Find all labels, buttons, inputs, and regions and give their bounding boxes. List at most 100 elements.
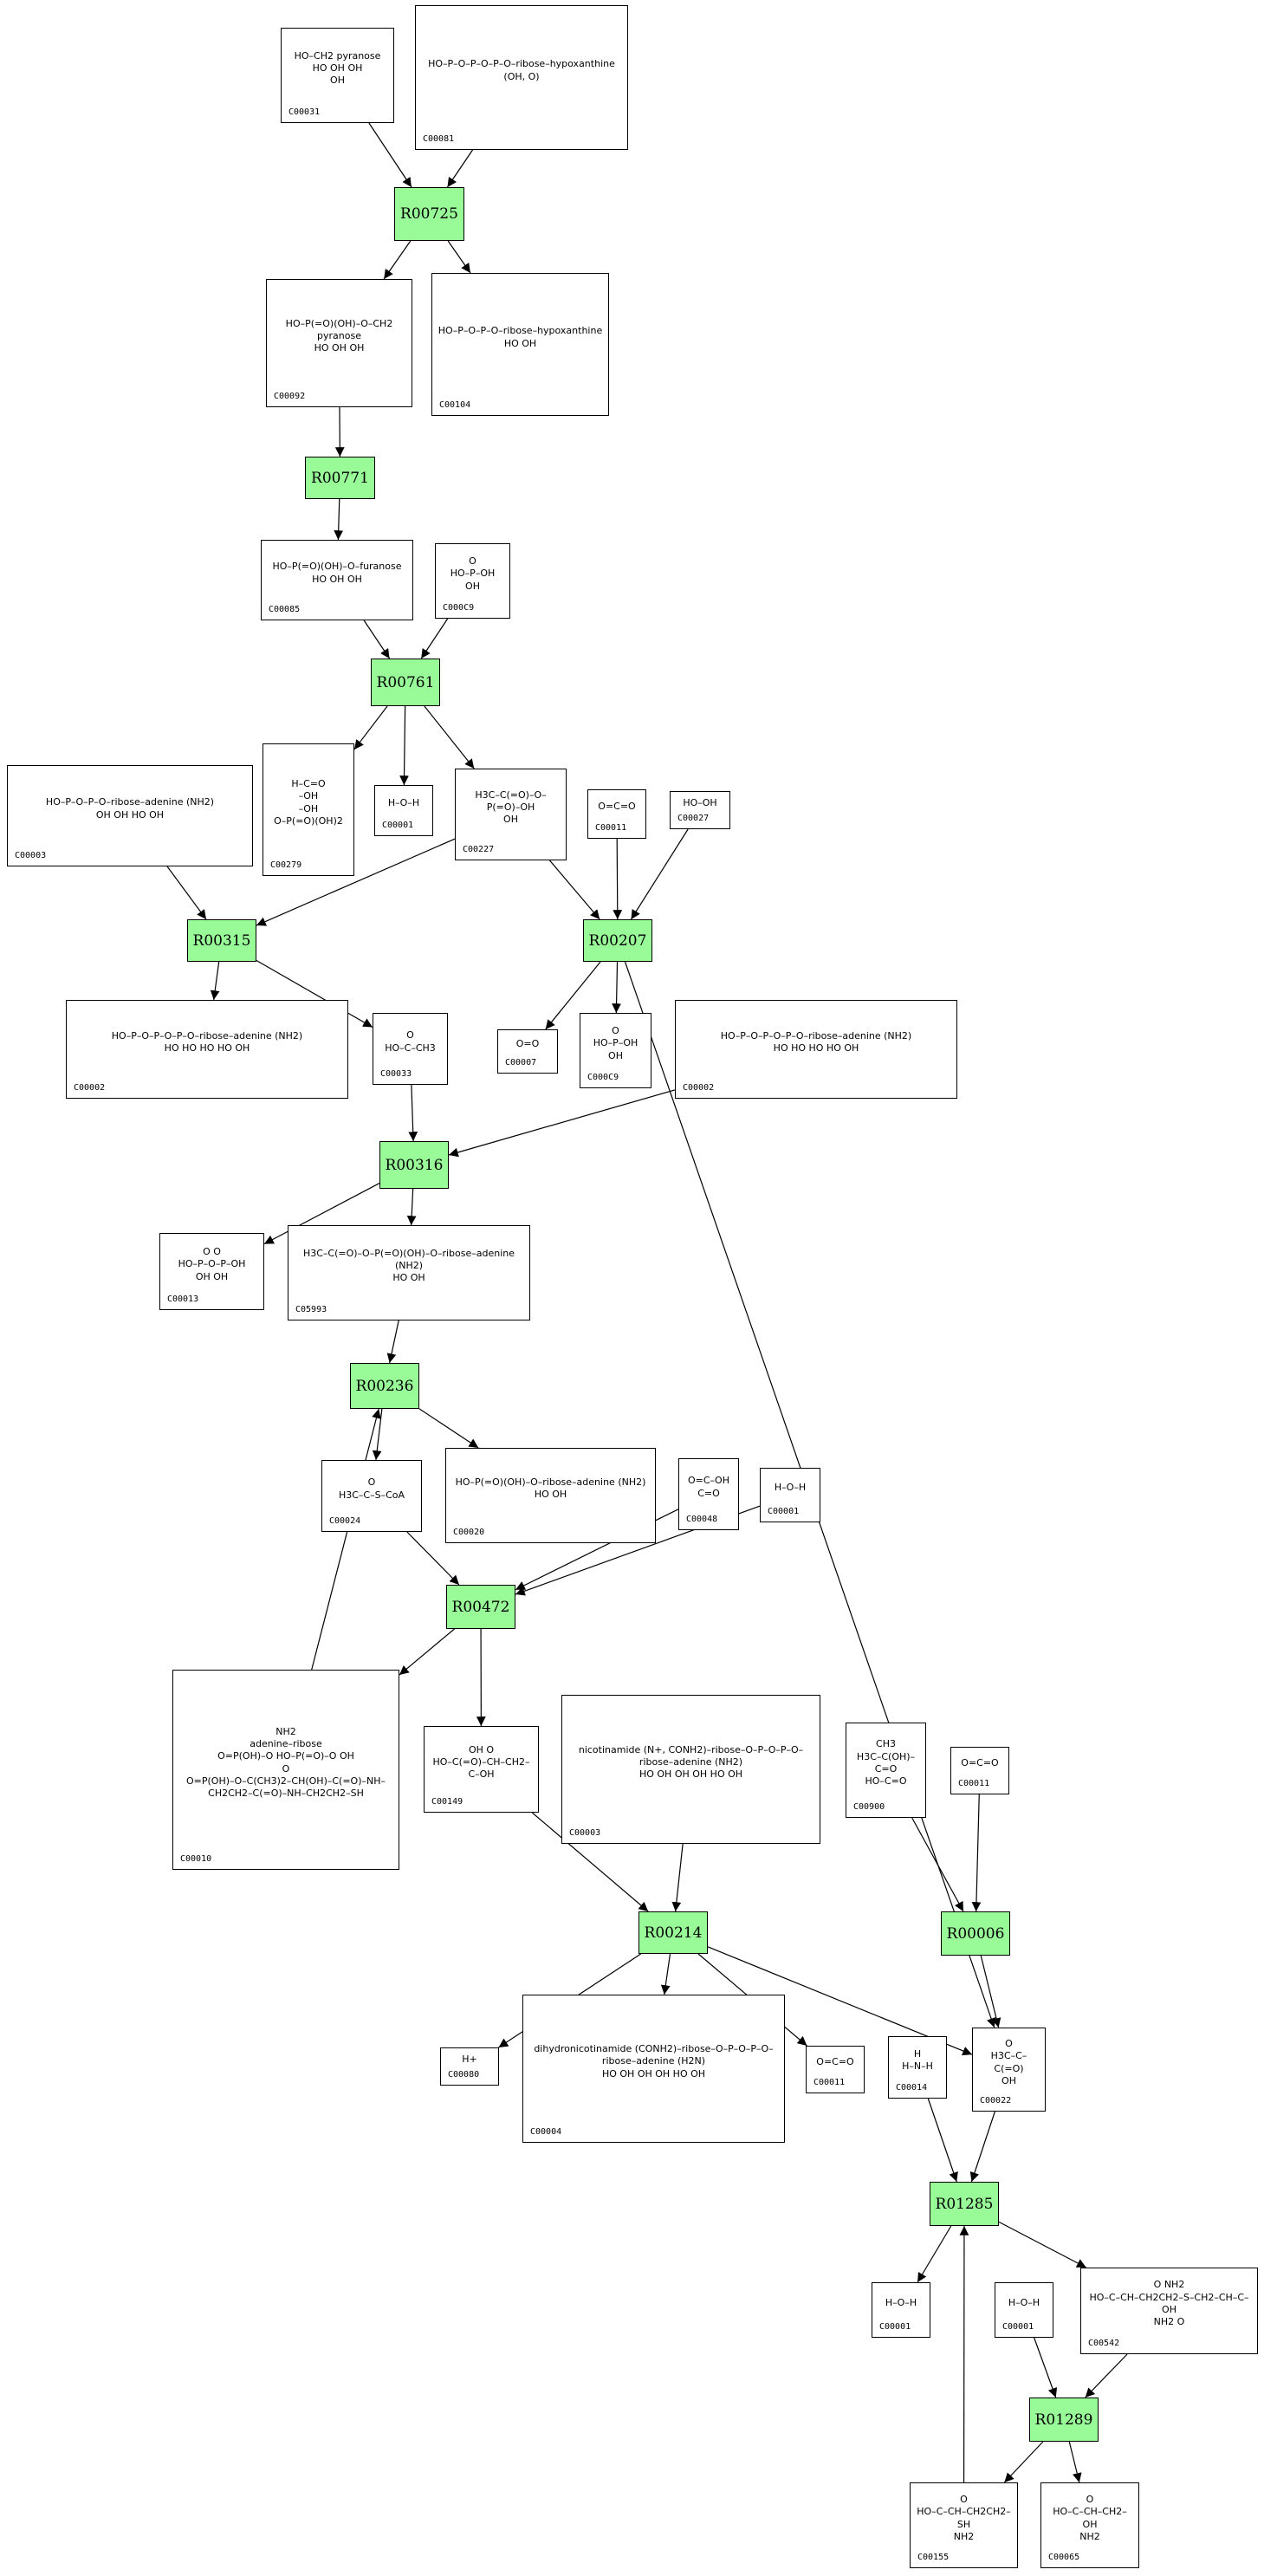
compound-node[interactable]: H3C–C(=O)–O–P(=O)(OH)–O–ribose–adenine (… bbox=[288, 1225, 530, 1320]
edge-c00002b-to-R00316 bbox=[448, 1089, 676, 1158]
edge-R00006-to-c00022 bbox=[980, 1955, 1001, 2028]
structure-drawing: O HO–C–CH3 bbox=[385, 1029, 436, 1054]
compound-node[interactable]: NH2 adenine–ribose O=P(OH)–O HO–P(=O)–O … bbox=[172, 1670, 399, 1870]
compound-node[interactable]: HO–P–O–P–O–P–O–ribose–hypoxanthine (OH, … bbox=[415, 5, 628, 150]
structure-drawing: O HO–P–OH OH bbox=[450, 555, 496, 592]
compound-node[interactable]: HO–P–O–P–O–ribose–adenine (NH2) OH OH HO… bbox=[7, 765, 253, 866]
edge-R00207-to-c00009b bbox=[612, 961, 621, 1014]
structure-drawing: H3C–C(=O)–O–P(=O)(OH)–O–ribose–adenine (… bbox=[302, 1247, 515, 1284]
compound-id: C00001 bbox=[879, 2322, 911, 2332]
compound-id: C00149 bbox=[431, 1797, 463, 1807]
edge-c00033-to-R00316 bbox=[408, 1084, 418, 1142]
structure-drawing: HO–OH bbox=[683, 797, 717, 808]
compound-node[interactable]: HO–P(=O)(OH)–O–ribose–adenine (NH2) HO O… bbox=[445, 1448, 656, 1543]
compound-id: C05993 bbox=[295, 1305, 327, 1314]
compound-id: C00011 bbox=[813, 2078, 846, 2087]
compound-id: C00011 bbox=[595, 823, 627, 833]
reaction-node-r00771[interactable]: R00771 bbox=[305, 457, 375, 499]
compound-id: C00065 bbox=[1048, 2553, 1080, 2562]
compound-node[interactable]: H+C00080 bbox=[440, 2047, 499, 2086]
structure-drawing: H3C–C(=O)–O–P(=O)–OH OH bbox=[475, 788, 547, 826]
edge-R01285-to-c00001c bbox=[917, 2225, 952, 2283]
compound-id: C00002 bbox=[683, 1083, 715, 1093]
compound-id: C00155 bbox=[917, 2553, 950, 2562]
structure-drawing: CH3 H3C–C(OH)–C=O HO–C=O bbox=[856, 1738, 916, 1788]
compound-node[interactable]: O NH2 HO–C–CH–CH2CH2–S–CH2–CH–C–OH NH2 O… bbox=[1080, 2268, 1258, 2354]
structure-drawing: NH2 adenine–ribose O=P(OH)–O HO–P(=O)–O … bbox=[186, 1725, 386, 1800]
edge-c00010-to-R00236 bbox=[311, 1408, 381, 1671]
compound-id: C00227 bbox=[463, 845, 495, 854]
structure-drawing: O=C=O bbox=[961, 1757, 999, 1769]
edge-c00081-to-R00725 bbox=[446, 149, 474, 188]
edge-R00725-to-c00104 bbox=[447, 240, 471, 274]
reaction-node-r00725[interactable]: R00725 bbox=[394, 187, 464, 241]
edge-c00014-to-R01285 bbox=[927, 2098, 958, 2183]
compound-node[interactable]: O=C=O C00011 bbox=[806, 2046, 865, 2093]
compound-id: C00048 bbox=[686, 1515, 718, 1524]
compound-node[interactable]: H3C–C(=O)–O–P(=O)–OH OH C00227 bbox=[455, 769, 567, 860]
reaction-node-r00207[interactable]: R00207 bbox=[583, 919, 652, 962]
edge-R00761-to-c00279 bbox=[353, 705, 388, 750]
edge-c00003b-to-R00315 bbox=[166, 866, 207, 920]
edge-c00542-to-R01289 bbox=[1085, 2353, 1128, 2398]
edge-c00009a-to-R00761 bbox=[420, 618, 449, 659]
reaction-node-r00472[interactable]: R00472 bbox=[446, 1585, 515, 1629]
structure-drawing: H–C=O –OH –OH O–P(=O)(OH)2 bbox=[274, 777, 343, 827]
compound-id: C00002 bbox=[74, 1083, 106, 1093]
compound-node[interactable]: HO–P–O–P–O–P–O–ribose–adenine (NH2) HO H… bbox=[675, 1000, 957, 1099]
compound-node[interactable]: nicotinamide (N+, CONH2)–ribose–O–P–O–P–… bbox=[561, 1695, 820, 1844]
reaction-node-r00236[interactable]: R00236 bbox=[350, 1363, 419, 1409]
edge-R00761-to-c00001a bbox=[399, 705, 409, 786]
edge-c00022-to-R01285 bbox=[969, 2111, 995, 2183]
compound-node[interactable]: HO–P–O–P–O–P–O–ribose–adenine (NH2) HO H… bbox=[66, 1000, 348, 1099]
structure-drawing: HO–P–O–P–O–ribose–adenine (NH2) OH OH HO… bbox=[45, 796, 215, 821]
edge-c00027-to-R00207 bbox=[630, 828, 689, 920]
compound-node[interactable]: dihydronicotinamide (CONH2)–ribose–O–P–O… bbox=[522, 1995, 785, 2143]
structure-drawing: HO–P–O–P–O–ribose–hypoxanthine HO OH bbox=[438, 325, 603, 349]
structure-drawing: HO–P(=O)(OH)–O–CH2 pyranose HO OH OH bbox=[285, 317, 393, 354]
structure-drawing: dihydronicotinamide (CONH2)–ribose–O–P–O… bbox=[534, 2043, 774, 2080]
reaction-node-r01285[interactable]: R01285 bbox=[930, 2182, 999, 2226]
reaction-node-r00214[interactable]: R00214 bbox=[638, 1911, 708, 1954]
structure-drawing: O=O bbox=[515, 1038, 540, 1050]
compound-id: C00001 bbox=[1002, 2322, 1034, 2332]
edge-c00011a-to-R00207 bbox=[613, 838, 623, 920]
reaction-node-r00761[interactable]: R00761 bbox=[371, 659, 440, 706]
structure-drawing: O H3C–C–C(=O) OH bbox=[990, 2037, 1027, 2086]
structure-drawing: HO–P–O–P–O–P–O–ribose–adenine (NH2) HO H… bbox=[720, 1029, 912, 1054]
structure-drawing: O=C=O bbox=[816, 2056, 854, 2068]
reaction-node-r01289[interactable]: R01289 bbox=[1029, 2398, 1099, 2442]
compound-id: C00013 bbox=[167, 1294, 199, 1304]
edge-R00472-to-c00010 bbox=[399, 1628, 455, 1676]
reaction-node-r00315[interactable]: R00315 bbox=[187, 919, 256, 962]
reaction-node-r00316[interactable]: R00316 bbox=[379, 1141, 449, 1189]
edge-c00011b-to-R00006 bbox=[971, 1794, 982, 1912]
reaction-node-r00006[interactable]: R00006 bbox=[941, 1911, 1010, 1956]
edge-R00316-to-c05993 bbox=[406, 1188, 417, 1226]
